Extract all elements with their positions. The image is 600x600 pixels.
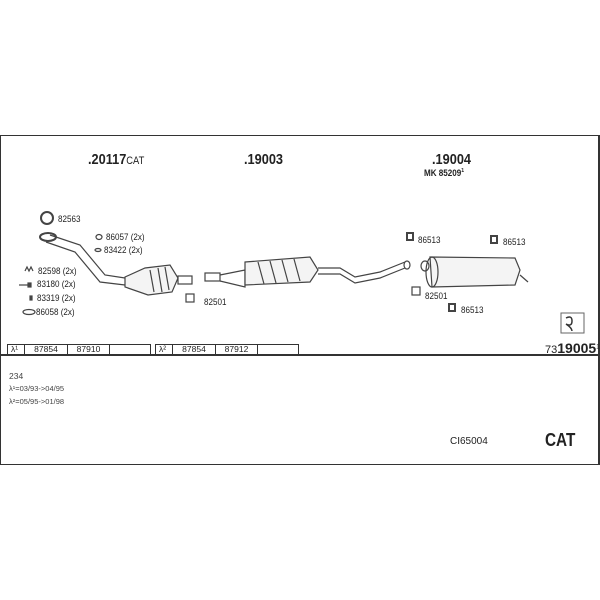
hanger-icon: [448, 303, 456, 312]
table-cell: 87854: [25, 345, 68, 354]
table-cell: 87910: [68, 345, 110, 354]
label-86513: 86513: [418, 235, 441, 246]
label-86058: 86058 (2x): [36, 307, 75, 318]
part-group-19003: .19003: [244, 151, 283, 168]
part-number: .20117: [88, 151, 127, 168]
middle-silencer: [244, 256, 319, 286]
label-82501: 82501: [425, 291, 448, 302]
part-group-19004: .19004: [432, 151, 471, 168]
kit-sup: 1: [461, 168, 465, 174]
table-cell: [258, 345, 298, 354]
divider: [0, 354, 600, 356]
gasket-ring-icon: [40, 211, 54, 225]
kit-number: MK 85209: [424, 168, 462, 180]
spring-icon: [24, 265, 34, 273]
variant-key: λ¹: [8, 345, 25, 354]
diagram-frame: [0, 135, 600, 465]
hanger-icon: [406, 232, 414, 241]
label-86513: 86513: [461, 305, 484, 316]
ref-prefix: 73: [545, 344, 558, 356]
ref-sup: 1: [596, 344, 600, 351]
logo-icon: [560, 312, 585, 334]
label-86513: 86513: [503, 237, 526, 248]
label-83319: 83319 (2x): [37, 293, 76, 304]
ref-main: 19005: [557, 340, 597, 356]
tailpipe-bend: [318, 261, 406, 284]
part-suffix: CAT: [126, 155, 145, 167]
label-83422: 83422 (2x): [104, 245, 143, 256]
flange-icon: [39, 232, 57, 242]
diagram-code: CI65004: [450, 436, 488, 447]
nut-icon: [95, 233, 103, 241]
sleeve-icon: [29, 295, 33, 301]
label-83180: 83180 (2x): [37, 279, 76, 290]
variant-table-2: λ² 87854 87912: [155, 344, 299, 355]
label-86057: 86057 (2x): [106, 232, 145, 243]
label-82501: 82501: [204, 297, 227, 308]
note-lambda1: λ¹=03/93->04/95: [9, 384, 65, 393]
table-cell: [110, 345, 150, 354]
washer-icon: [94, 247, 102, 253]
gasket-icon: [22, 308, 36, 316]
clamp-icon: [411, 286, 421, 296]
note-lambda2: λ²=05/95->01/98: [9, 397, 65, 406]
cat-label: CAT: [545, 430, 576, 450]
middle-pipe-inlet: [204, 272, 221, 282]
table-cell: 87912: [216, 345, 258, 354]
variant-key: λ²: [156, 345, 173, 354]
variant-table-1: λ¹ 87854 87910: [7, 344, 151, 355]
part-number: .19004: [432, 151, 472, 168]
reference-number: 73190051: [545, 340, 600, 356]
clamp-icon: [185, 293, 195, 303]
front-pipe: [45, 241, 126, 286]
hanger-icon: [490, 235, 498, 244]
part-group-20117: .20117CAT: [88, 151, 144, 168]
label-82598: 82598 (2x): [38, 266, 77, 277]
rear-silencer: [429, 256, 521, 288]
part-number: .19003: [244, 151, 284, 168]
mount-kit: MK 852091: [424, 168, 464, 179]
table-cell: 87854: [173, 345, 216, 354]
note-234: 234: [9, 371, 24, 381]
label-82563: 82563: [58, 214, 81, 225]
